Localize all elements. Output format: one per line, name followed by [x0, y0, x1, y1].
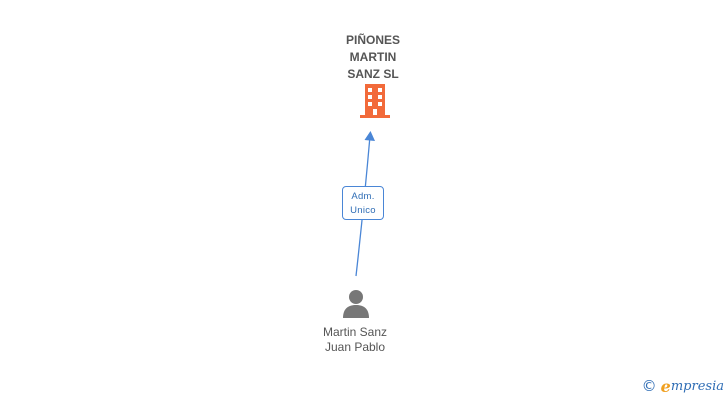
company-name[interactable]: PIÑONES MARTIN SANZ SL — [345, 33, 400, 81]
person-name-line-1: Martin Sanz — [322, 325, 388, 339]
person-name-line-2: Juan Pablo — [324, 340, 386, 354]
person-name[interactable]: Martin Sanz Juan Pablo — [300, 325, 410, 355]
role-line-1: Adm. — [351, 191, 375, 202]
person-icon[interactable] — [341, 288, 371, 320]
logo-initial: e — [660, 376, 671, 396]
brand-logo[interactable]: © e mpresia — [641, 376, 724, 396]
building-icon[interactable] — [358, 82, 392, 120]
copyright-icon: © — [641, 377, 657, 395]
logo-text: mpresia — [670, 378, 724, 394]
arrow-head-icon — [364, 131, 375, 141]
role-label-box[interactable]: Adm. Unico — [342, 186, 384, 220]
role-line-2: Unico — [350, 205, 376, 216]
